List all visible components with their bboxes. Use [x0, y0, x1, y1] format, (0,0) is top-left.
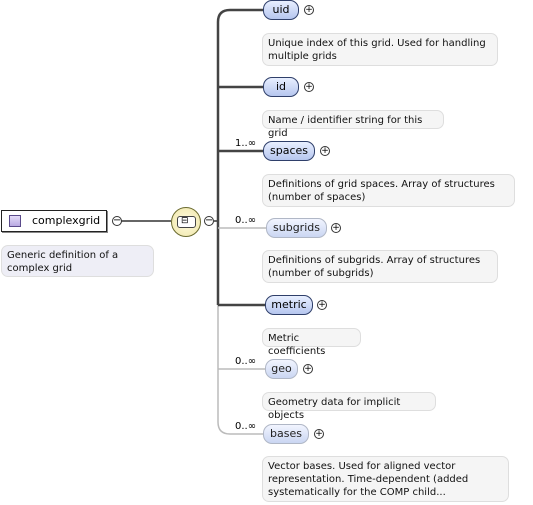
doc-uid: Unique index of this grid. Used for hand… [262, 33, 498, 66]
root-documentation: Generic definition of a complex grid [1, 245, 154, 277]
doc-bases: Vector bases. Used for aligned vector re… [262, 456, 509, 502]
root-element-complexgrid[interactable]: complexgrid [1, 210, 107, 232]
expand-uid-icon[interactable]: + [304, 5, 314, 15]
doc-geo: Geometry data for implicit objects [262, 392, 436, 421]
expand-geo-icon[interactable]: + [303, 364, 313, 374]
expand-id-icon[interactable]: + [304, 82, 314, 92]
root-element-label: complexgrid [32, 214, 101, 227]
doc-metric: Metric coefficients [262, 328, 361, 357]
doc-subgrids: Definitions of subgrids. Array of struct… [262, 250, 498, 283]
cardinality-bases: 0..∞ [235, 421, 257, 432]
root-collapse-icon[interactable]: − [112, 215, 122, 226]
cardinality-geo: 0..∞ [235, 356, 257, 367]
element-uid[interactable]: uid [263, 0, 299, 20]
sequence-collapse-icon[interactable]: − [204, 215, 214, 226]
doc-spaces: Definitions of grid spaces. Array of str… [262, 174, 515, 207]
expand-bases-icon[interactable]: + [314, 429, 324, 439]
sequence-compositor-icon[interactable]: ⊟ [171, 207, 201, 237]
trunk-required [216, 8, 263, 305]
expand-subgrids-icon[interactable]: + [331, 223, 341, 233]
expand-metric-icon[interactable]: + [317, 300, 327, 310]
element-geo[interactable]: geo [265, 359, 298, 379]
trunk-optional [217, 305, 263, 435]
element-id[interactable]: id [263, 77, 299, 97]
complex-type-icon [9, 215, 21, 227]
element-metric[interactable]: metric [265, 295, 313, 315]
doc-id: Name / identifier string for this grid [262, 110, 444, 139]
element-spaces[interactable]: spaces [263, 141, 315, 161]
element-subgrids[interactable]: subgrids [266, 218, 327, 238]
expand-spaces-icon[interactable]: + [320, 146, 330, 156]
element-bases[interactable]: bases [263, 424, 309, 444]
cardinality-subgrids: 0..∞ [235, 215, 257, 226]
cardinality-spaces: 1..∞ [235, 138, 257, 149]
